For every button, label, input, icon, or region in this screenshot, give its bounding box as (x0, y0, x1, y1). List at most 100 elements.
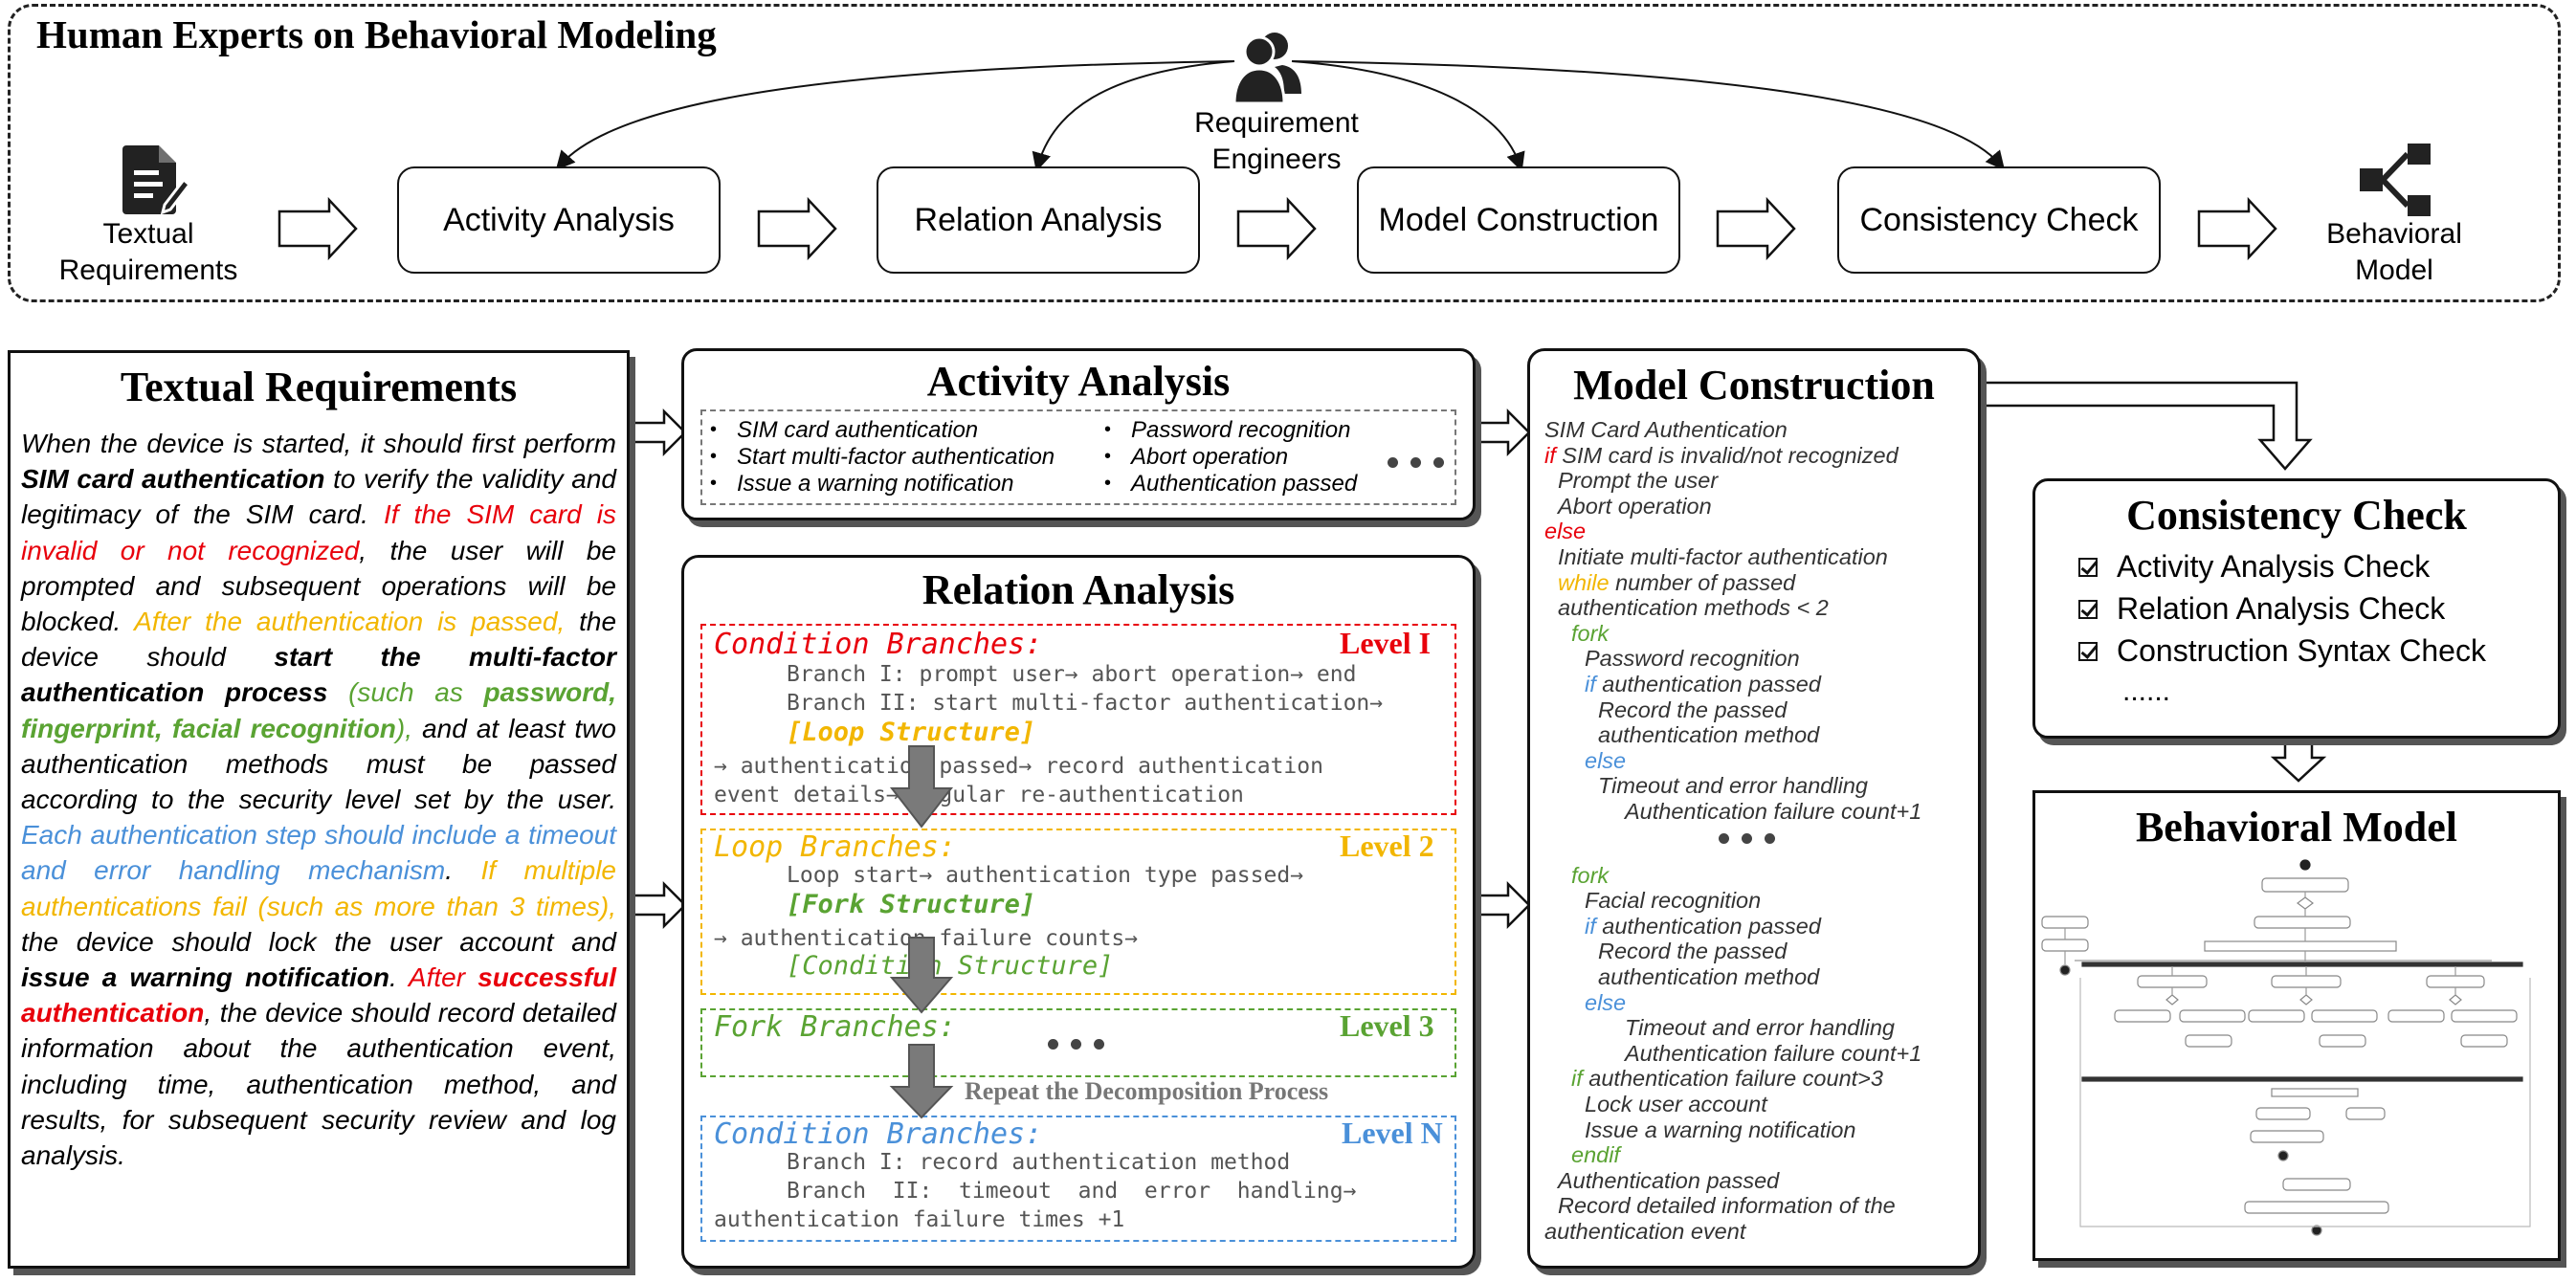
activity-item: SIM card authentication (737, 417, 979, 443)
model-code-text: Facial recognition (1585, 888, 1762, 914)
model-code-line: else (1585, 990, 1626, 1016)
level-1-tail: → authentication passed→ record authenti… (714, 754, 1323, 779)
input-label-line1: Textual (102, 218, 194, 250)
model-code-line: Issue a warning notification (1585, 1117, 1855, 1143)
model-code-text: authentication failure count>3 (1582, 1066, 1883, 1092)
output-label-line1: Behavioral (2326, 218, 2462, 250)
model-code-line: Authentication passed (1558, 1168, 1779, 1194)
model-code-text: Record the passed (1598, 696, 1788, 722)
level-n-frame (700, 1116, 1456, 1242)
model-code-keyword: else (1585, 989, 1627, 1015)
model-code-line: while number of passed (1558, 570, 1795, 596)
model-code-line: else (1585, 748, 1626, 774)
model-code-line: Timeout and error handling (1598, 773, 1868, 799)
behavior-title: Behavioral Model (2135, 804, 2458, 851)
model-code-text: SIM card is invalid/not recognized (1555, 442, 1899, 468)
bullet: • (710, 419, 718, 440)
bullet: • (1104, 419, 1112, 440)
level-1-line: Branch I: prompt user→ abort operation→ … (787, 662, 1357, 687)
level-3-head: Fork Branches: (714, 1010, 956, 1044)
model-code-text: authentication method (1598, 964, 1820, 989)
model-code-line: else (1544, 519, 1586, 544)
model-code-text: Password recognition (1585, 646, 1800, 672)
level-3-tag: Level 3 (1340, 1008, 1434, 1043)
requirements-title: Textual Requirements (120, 364, 518, 410)
input-label-line2: Requirements (58, 254, 238, 286)
model-code-keyword: if (1544, 442, 1556, 468)
level-2-tag: Level 2 (1340, 829, 1434, 863)
model-code-text: authentication method (1598, 722, 1820, 748)
consistency-item: Construction Syntax Check (2078, 633, 2486, 669)
activity-ellipsis (1388, 457, 1444, 468)
model-code-line: Authentication failure count+1 (1625, 799, 1921, 825)
activity-list-frame (700, 409, 1456, 505)
relation-panel: Relation Analysis (681, 555, 1476, 1269)
output-label: Behavioral Model (2298, 216, 2490, 289)
requirements-panel: Textual Requirements (8, 350, 630, 1269)
level-n-line: Branch I: record authentication method (787, 1150, 1291, 1175)
flow-arrows (630, 381, 2327, 930)
model-code-line: authentication method (1598, 722, 1819, 748)
level-1-structure: [Loop Structure] (787, 718, 1036, 747)
level-3-ellipsis (1048, 1039, 1104, 1050)
level-2-structure-condition: [Condition Structure] (787, 951, 1114, 981)
hierarchy-icon (2360, 144, 2431, 216)
model-code-line: endif (1571, 1142, 1620, 1168)
checkbox-icon (2078, 557, 2098, 577)
activity-diagram-thumbnail (2041, 859, 2531, 1236)
level-2-line: Loop start→ authentication type passed→ (787, 863, 1304, 888)
model-code-text: number of passed (1609, 569, 1796, 595)
model-code-text: Authentication failure count+1 (1625, 1040, 1922, 1066)
model-code-text: Lock user account (1585, 1092, 1767, 1116)
model-code-line: Facial recognition (1585, 888, 1761, 914)
relation-title: Relation Analysis (922, 566, 1235, 613)
banner-title: Human Experts on Behavioral Modeling (36, 12, 717, 56)
model-code-keyword: while (1558, 569, 1610, 595)
bullet: • (1104, 473, 1112, 494)
bullet: • (1104, 446, 1112, 467)
model-code-text: Initiate multi-factor authentication (1558, 544, 1888, 569)
model-code-text: Record the passed (1598, 939, 1788, 964)
requirements-text: When the device is started, it should fi… (21, 429, 617, 1171)
model-code-keyword: if (1571, 1066, 1583, 1092)
level-n-tag: Level N (1342, 1116, 1443, 1150)
model-code-line: fork (1571, 621, 1609, 647)
model-code-line: if SIM card is invalid/not recognized (1544, 443, 1899, 469)
activity-item: Authentication passed (1131, 471, 1358, 497)
level-2-structure-fork: [Fork Structure] (787, 890, 1036, 919)
model-code-text: Abort operation (1558, 493, 1712, 519)
model-code-line: authentication method (1598, 964, 1819, 990)
consistency-more: ...... (2122, 675, 2171, 707)
stage-consistency-check: Consistency Check (1837, 166, 2161, 274)
model-code-text: Prompt the user (1558, 468, 1719, 494)
activity-item: Issue a warning notification (737, 471, 1014, 497)
stage-model-construction: Model Construction (1357, 166, 1680, 274)
model-code-line: SIM Card Authentication (1544, 417, 1788, 443)
bullet: • (710, 473, 718, 494)
level-1-line: Branch II: start multi-factor authentica… (787, 691, 1384, 716)
input-label: Textual Requirements (48, 216, 249, 289)
level-n-line: authentication failure times +1 (714, 1207, 1125, 1232)
checkbox-icon (2078, 641, 2098, 661)
consistency-item-label: Activity Analysis Check (2117, 549, 2431, 584)
model-code-keyword: else (1585, 747, 1627, 773)
level-1-tag: Level I (1340, 626, 1432, 660)
model-code-keyword: endif (1571, 1142, 1620, 1168)
model-code-line: authentication event (1544, 1219, 1745, 1245)
model-code-line: Prompt the user (1558, 468, 1718, 494)
model-code-line: Record the passed (1598, 697, 1787, 723)
model-code-text: SIM Card Authentication (1544, 417, 1788, 442)
output-label-line2: Model (2355, 254, 2433, 286)
model-code-line: Timeout and error handling (1625, 1015, 1895, 1041)
document-edit-icon (122, 145, 189, 215)
model-code-line: Abort operation (1558, 494, 1712, 519)
model-code-text: Record detailed information of the (1558, 1193, 1896, 1219)
activity-item: Start multi-factor authentication (737, 444, 1055, 470)
activity-title: Activity Analysis (926, 358, 1231, 405)
model-code-line: Record detailed information of the (1558, 1193, 1896, 1219)
level-n-head: Condition Branches: (714, 1117, 1043, 1151)
bullet: • (710, 446, 718, 467)
consistency-panel: Consistency Check (2032, 478, 2561, 739)
model-code-line: if authentication failure count>3 (1571, 1066, 1883, 1092)
